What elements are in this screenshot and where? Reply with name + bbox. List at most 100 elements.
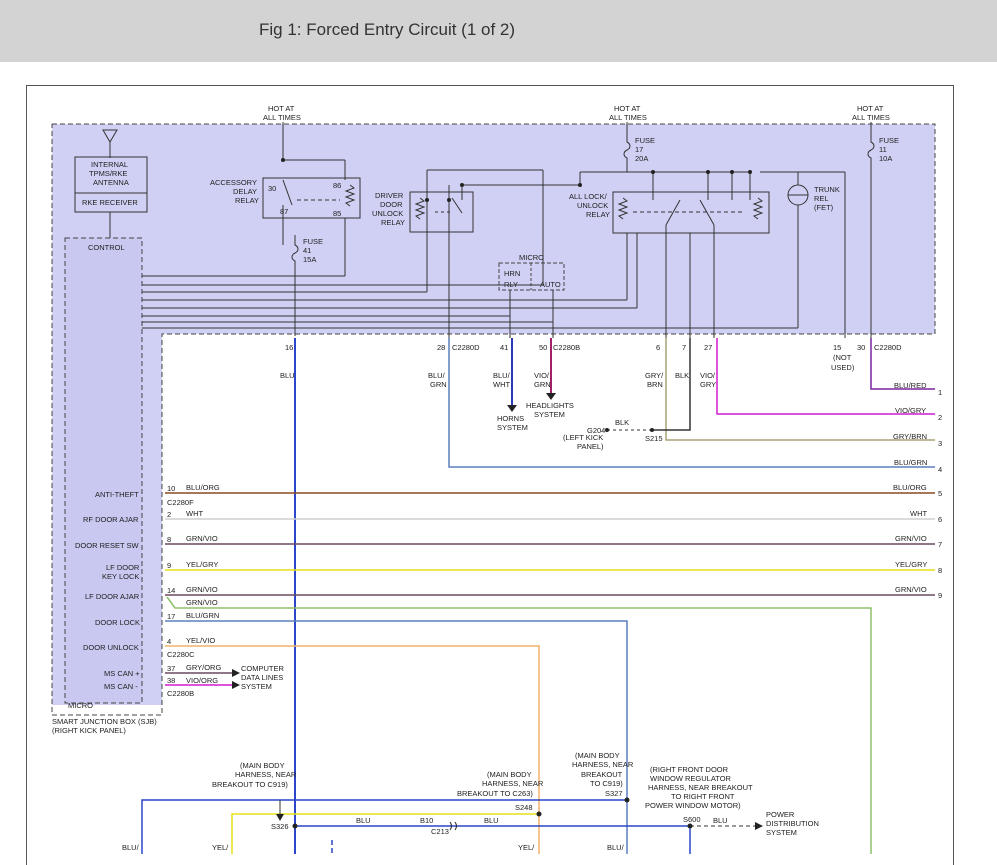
fuse11-num: 11 bbox=[879, 145, 887, 154]
pin-41: 41 bbox=[500, 343, 508, 352]
blu-grn-a: BLU/ bbox=[428, 371, 446, 380]
driver-door-unlock-relay bbox=[409, 191, 474, 233]
n4: 4 bbox=[938, 465, 942, 474]
fuse41-amp: 15A bbox=[303, 255, 316, 264]
head-label-1: HEADLIGHTS bbox=[526, 401, 574, 410]
wire-vio-gry-27 bbox=[716, 338, 935, 415]
diagram-frame bbox=[26, 85, 954, 865]
control-label: CONTROL bbox=[88, 243, 125, 252]
gry-brn-a: GRY/ bbox=[645, 371, 664, 380]
p4: 4 bbox=[167, 637, 171, 646]
wire-blu-label: BLU bbox=[280, 371, 295, 380]
bot-blu2: BLU/ bbox=[607, 843, 625, 852]
w-blugrn-r: BLU/GRN bbox=[894, 458, 927, 467]
drv-label-3: UNLOCK bbox=[372, 209, 403, 218]
mb2-b: HARNESS, NEAR bbox=[482, 779, 544, 788]
comp-2: DATA LINES bbox=[241, 673, 283, 682]
wire-blu-grn-28 bbox=[448, 338, 935, 468]
all-lock-coil-icon-2 bbox=[752, 197, 764, 220]
wl-vioorg: VIO/ORG bbox=[186, 676, 218, 685]
fuse41-num: 41 bbox=[303, 246, 311, 255]
rf-5: POWER WINDOW MOTOR) bbox=[645, 801, 741, 810]
wire-grn-vio-sub bbox=[166, 596, 872, 854]
control-box bbox=[64, 237, 143, 704]
blk-label: BLK bbox=[675, 371, 689, 380]
s600-label: S600 bbox=[683, 815, 701, 824]
antenna-label-3: ANTENNA bbox=[93, 178, 129, 187]
rf-1: (RIGHT FRONT DOOR bbox=[650, 765, 729, 774]
pin-85: 85 bbox=[333, 209, 341, 218]
wr-wht: WHT bbox=[910, 509, 927, 518]
relay-coil-icon bbox=[344, 184, 356, 207]
fuse17-num: 17 bbox=[635, 145, 643, 154]
horns-arrow-icon bbox=[507, 405, 517, 412]
bot-blu: BLU/ bbox=[122, 843, 140, 852]
hrn-label: HRN bbox=[504, 269, 520, 278]
fuse-41-icon bbox=[291, 235, 299, 336]
sjb-label-1: SMART JUNCTION BOX (SJB) bbox=[52, 717, 157, 726]
pin-6: 6 bbox=[656, 343, 660, 352]
vio-gry-a: VIO/ bbox=[700, 371, 716, 380]
horns-label-2: SYSTEM bbox=[497, 423, 528, 432]
anti-theft: ANTI-THEFT bbox=[95, 490, 139, 499]
p8: 8 bbox=[167, 535, 171, 544]
fuse11-label: FUSE bbox=[879, 136, 899, 145]
door-reset-sw: DOOR RESET SW bbox=[75, 541, 140, 550]
n8: 8 bbox=[938, 566, 942, 575]
p17: 17 bbox=[167, 612, 175, 621]
left-kick-2: PANEL) bbox=[577, 442, 604, 451]
vio-gry-b: GRY bbox=[700, 380, 716, 389]
door-lock: DOOR LOCK bbox=[95, 618, 140, 627]
lf-door-ajar: LF DOOR AJAR bbox=[85, 592, 140, 601]
fuse41-label: FUSE bbox=[303, 237, 323, 246]
mb3-d: TO C919) bbox=[590, 779, 623, 788]
arrow-icon-can2 bbox=[232, 681, 240, 689]
fuse-11-icon bbox=[867, 122, 875, 338]
hot-label-1: HOT AT bbox=[268, 104, 295, 113]
pin-30: 30 bbox=[268, 184, 276, 193]
w-grybrn: GRY/BRN bbox=[893, 432, 927, 441]
c2280b-label: C2280B bbox=[553, 343, 580, 352]
lf-door-2: KEY LOCK bbox=[102, 572, 139, 581]
accessory-delay-relay bbox=[262, 177, 361, 219]
mb2-a: (MAIN BODY bbox=[487, 770, 532, 779]
blu-s3: BLU bbox=[713, 816, 728, 825]
mb1-b: HARNESS, NEAR bbox=[235, 770, 297, 779]
wl-yelvio: YEL/VIO bbox=[186, 636, 215, 645]
hot-label-1b: ALL TIMES bbox=[263, 113, 301, 122]
g204-label: G204 bbox=[587, 426, 605, 435]
horns-label-1: HORNS bbox=[497, 414, 524, 423]
vio-grn-a: VIO/ bbox=[534, 371, 550, 380]
headlights-arrow-icon bbox=[546, 393, 556, 400]
wl-bluorg: BLU/ORG bbox=[186, 483, 220, 492]
p9: 9 bbox=[167, 561, 171, 570]
head-label-2: SYSTEM bbox=[534, 410, 565, 419]
c2280b-2: C2280B bbox=[167, 689, 194, 698]
blu-s1: BLU bbox=[356, 816, 371, 825]
micro-label: MICRO bbox=[519, 253, 544, 262]
hot-label-2: HOT AT bbox=[614, 104, 641, 113]
pin-86: 86 bbox=[333, 181, 341, 190]
bot-yel: YEL/ bbox=[212, 843, 229, 852]
wl-grnvio3: GRN/VIO bbox=[186, 598, 218, 607]
wire-yel-vio bbox=[165, 645, 540, 854]
b10-label: B10 bbox=[420, 816, 433, 825]
ms-can-minus: MS CAN - bbox=[104, 682, 138, 691]
wl-grnvio: GRN/VIO bbox=[186, 534, 218, 543]
mb2-c: BREAKOUT TO C263) bbox=[457, 789, 533, 798]
c2280c: C2280C bbox=[167, 650, 195, 659]
wire-yel-lower bbox=[231, 813, 539, 854]
c2280d-label-2: C2280D bbox=[874, 343, 902, 352]
sjb-border bbox=[51, 123, 936, 716]
blu-wht-b: WHT bbox=[493, 380, 510, 389]
not-used-1: (NOT bbox=[833, 353, 852, 362]
wr-grnvio: GRN/VIO bbox=[895, 534, 927, 543]
arrow-icon-s326 bbox=[276, 814, 284, 821]
wl-yelgry: YEL/GRY bbox=[186, 560, 218, 569]
p14: 14 bbox=[167, 586, 175, 595]
door-unlock: DOOR UNLOCK bbox=[83, 643, 139, 652]
connector-dots bbox=[281, 158, 752, 202]
c2280f: C2280F bbox=[167, 498, 194, 507]
antenna-label-2: TPMS/RKE bbox=[89, 169, 127, 178]
trunk-label-1: TRUNK bbox=[814, 185, 840, 194]
